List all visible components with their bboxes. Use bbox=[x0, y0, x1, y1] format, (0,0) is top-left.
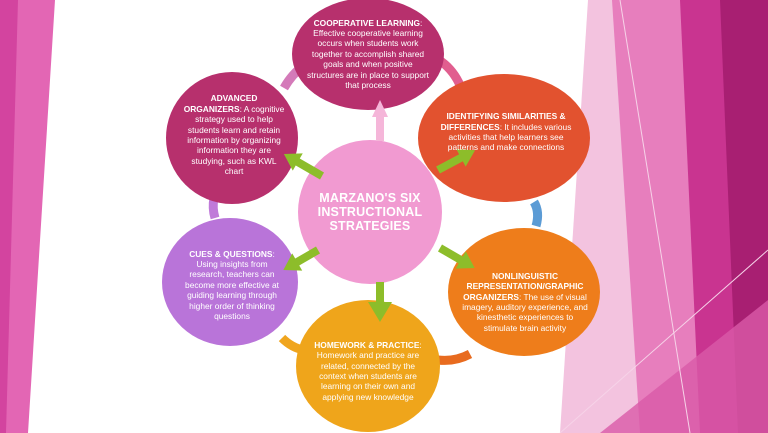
arrow-lower-left bbox=[283, 246, 320, 271]
node-nonlinguistic-heading: NONLINGUISTIC REPRESENTATION/GRAPHIC ORG… bbox=[463, 270, 584, 302]
node-organizers: ADVANCED ORGANIZERS: A cognitive strateg… bbox=[182, 80, 286, 190]
arrow-upper-left bbox=[283, 153, 324, 180]
node-nonlinguistic-body: : The use of visual imagery, auditory ex… bbox=[462, 291, 588, 333]
node-cooperative-body: : Effective cooperative learning occurs … bbox=[307, 17, 429, 91]
arrow-lower-right bbox=[438, 244, 475, 269]
node-similarities: IDENTIFYING SIMILARITIES & DIFFERENCES: … bbox=[436, 100, 576, 164]
right-decor-line-2 bbox=[619, 0, 691, 433]
center-circle bbox=[298, 140, 442, 284]
node-homework-heading: HOMEWORK & PRACTICE bbox=[314, 339, 420, 350]
arrow-upper-right bbox=[436, 148, 476, 174]
node-organizers-body: : A cognitive strategy used to help stud… bbox=[187, 103, 285, 177]
node-organizers-shape bbox=[166, 72, 298, 204]
node-homework-shape bbox=[296, 300, 440, 432]
node-similarities-shape bbox=[418, 74, 590, 202]
node-similarities-body: : It includes various activities that he… bbox=[447, 121, 572, 153]
arrows bbox=[283, 100, 476, 322]
node-nonlinguistic: NONLINGUISTIC REPRESENTATION/GRAPHIC ORG… bbox=[462, 256, 588, 348]
node-nonlinguistic-shape bbox=[448, 228, 600, 356]
node-cues-shape bbox=[162, 218, 298, 346]
arrow-down bbox=[368, 282, 392, 322]
arrow-up bbox=[372, 100, 388, 141]
node-cues-body: : Using insights from research, teachers… bbox=[185, 248, 279, 322]
diagram-title: MARZANO'S SIX INSTRUCTIONAL STRATEGIES bbox=[317, 191, 423, 233]
node-organizers-heading: ADVANCED ORGANIZERS bbox=[183, 93, 258, 114]
node-cooperative: COOPERATIVE LEARNING: Effective cooperat… bbox=[304, 4, 432, 104]
right-decor-line bbox=[559, 249, 768, 433]
node-cooperative-shape bbox=[292, 0, 444, 110]
node-cues-heading: CUES & QUESTIONS bbox=[189, 248, 273, 259]
node-cooperative-heading: COOPERATIVE LEARNING bbox=[313, 17, 421, 28]
center-node: MARZANO'S SIX INSTRUCTIONAL STRATEGIES bbox=[306, 150, 434, 274]
node-homework-body: : Homework and practice are related, con… bbox=[316, 339, 422, 402]
left-decor-band-shade bbox=[0, 0, 18, 433]
right-decor-triangle bbox=[600, 300, 768, 433]
node-cues: CUES & QUESTIONS: Using insights from re… bbox=[180, 240, 284, 330]
node-similarities-heading: IDENTIFYING SIMILARITIES & DIFFERENCES bbox=[440, 111, 566, 132]
node-homework: HOMEWORK & PRACTICE: Homework and practi… bbox=[312, 320, 424, 422]
